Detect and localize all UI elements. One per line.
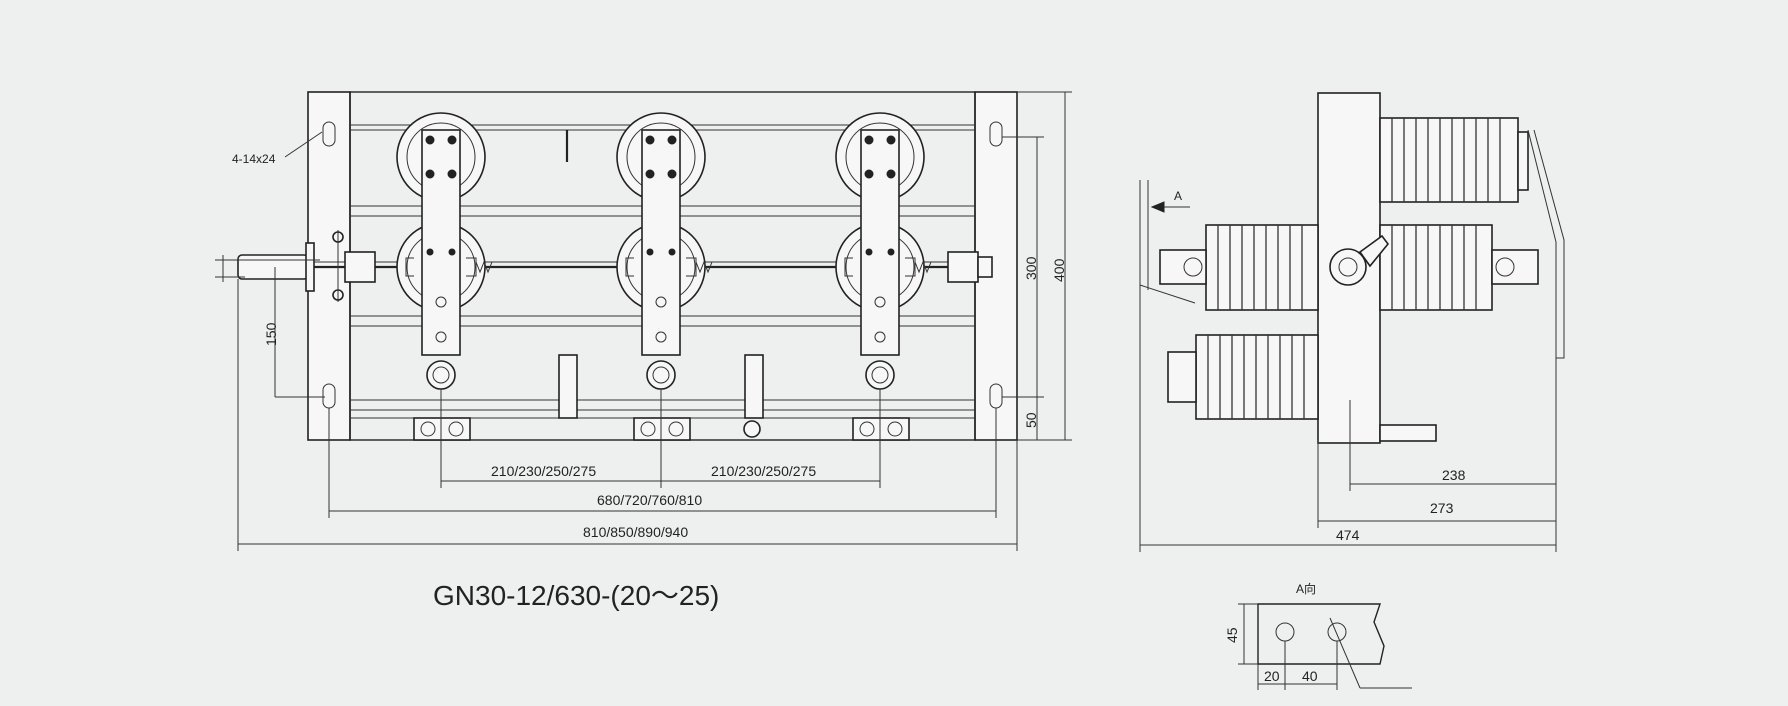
dim-inner-width [328,408,997,518]
dim-150 [215,255,325,398]
side-dims [1139,285,1557,552]
dim-238-label: 238 [1442,467,1466,483]
dim-inner-width-label: 680/720/760/810 [597,492,702,508]
detail-view-a: A向 45 20 40 [1224,581,1412,690]
dim-pitch-left-label: 210/230/250/275 [491,463,596,479]
dim-300-label: 300 [1023,256,1039,280]
detail-view-label: A向 [1296,581,1316,596]
hole-note: 4-14x24 [232,152,276,166]
dim-40-label: 40 [1302,668,1318,684]
front-view: 4-14x24 150 300 400 50 [215,91,1072,551]
dim-pitch [440,389,881,488]
pole-2 [616,112,713,390]
middle-left-insulator [1205,224,1319,311]
dim-150-label: 150 [263,322,279,346]
view-arrow-label: A [1174,189,1182,203]
side-shaft-assembly [1139,129,1565,442]
detail-leader [1329,617,1361,689]
detail-hole-2 [1327,622,1347,642]
bottom-terminals [413,354,910,441]
dim-400-label: 400 [1051,258,1067,282]
side-view: A 238 273 474 [1139,92,1565,552]
dim-outer-width [237,279,1018,551]
pole-1 [396,112,493,390]
hole-note-leader [284,131,323,158]
middle-right-insulator [1379,224,1493,311]
lower-insulator [1167,334,1319,420]
pole-3 [835,112,932,390]
detail-hole-1 [1275,622,1295,642]
dim-273-label: 273 [1430,500,1454,516]
dim-20-label: 20 [1264,668,1280,684]
dim-50-label: 50 [1023,412,1039,428]
dim-outer-width-label: 810/850/890/940 [583,524,688,540]
dim-45-label: 45 [1224,627,1240,643]
model-title: GN30-12/630-(20～25) [433,580,719,611]
dim-pitch-right-label: 210/230/250/275 [711,463,816,479]
detail-plate [1257,603,1385,665]
upper-insulator [1379,117,1529,203]
dim-474-label: 474 [1336,527,1360,543]
dim-right-verticals [1002,91,1072,441]
view-arrow-a [1150,201,1190,213]
detail-dims [1238,603,1338,690]
